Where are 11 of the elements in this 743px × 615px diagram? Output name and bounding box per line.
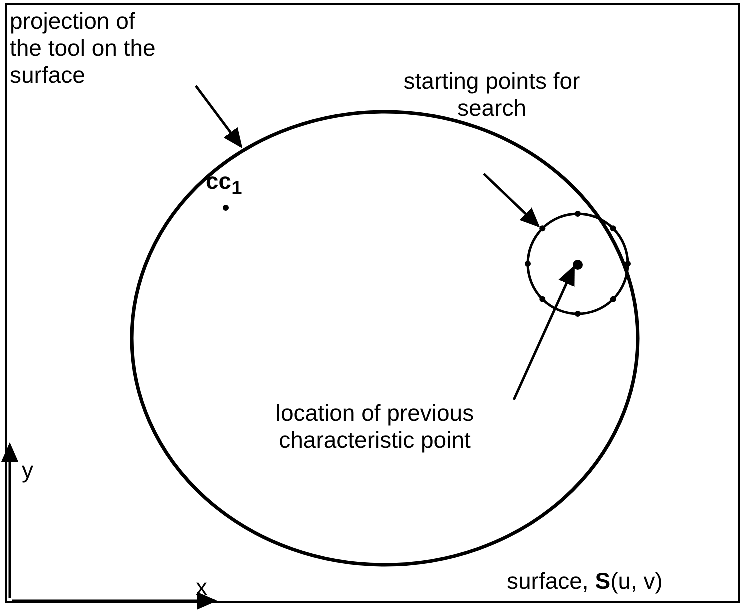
surface-frame [5,3,740,603]
frame-label: surface, S(u, v) [507,568,663,595]
callout-text: location of previous characteristic point [230,400,520,460]
point-label: cc$_{1}$ [206,168,242,202]
callout-text: projection of the tool on the surface [10,8,160,92]
axis-label: y [22,457,34,484]
arrow [483,173,540,228]
callout-text: starting points for search [397,68,587,128]
center-point [573,260,583,270]
arrow [195,85,243,149]
arrow [512,265,576,401]
